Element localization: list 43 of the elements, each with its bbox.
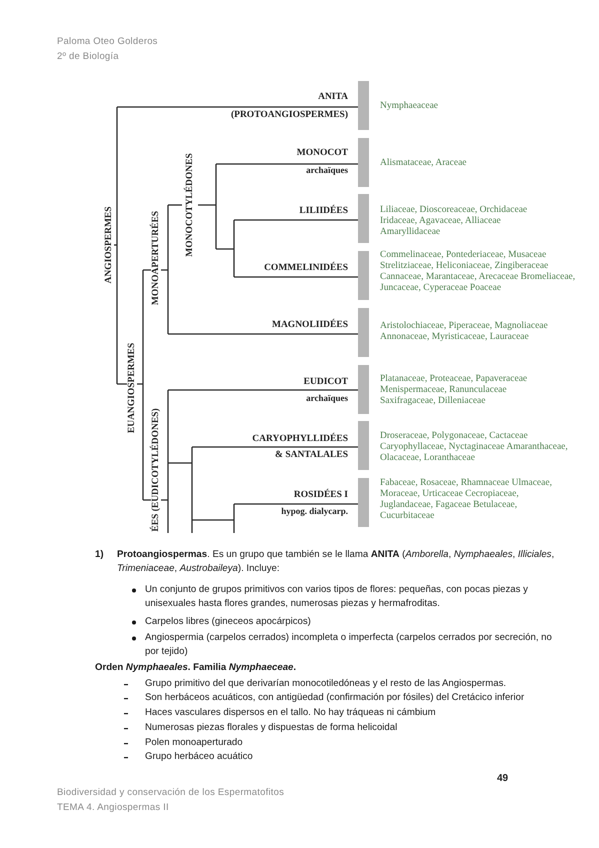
- clade-name: MONOCOT: [296, 148, 348, 158]
- list-item: Grupo herbáceo acuático: [145, 750, 254, 764]
- clade-name: CARYOPHYLLIDÉES: [252, 434, 348, 444]
- clade-name: ANITA: [318, 92, 348, 102]
- clade-name: LILIIDÉES: [299, 206, 348, 216]
- family-list: Droseraceae, Polygonaceae, Cactaceae Caryophyllaceae, Nyctaginaceae Amaranthaceae, Olacaceae, Loranthaceae: [380, 431, 576, 464]
- section-heading: Orden Nymphaeales. Familia Nymphaeceae.: [95, 661, 298, 675]
- clade-note: archaïques: [306, 393, 348, 403]
- list-item: Haces vasculares dispersos en el tallo. No hay tráqueas ni cámbium: [145, 706, 437, 720]
- list-item: Polen monoaperturado: [145, 736, 244, 750]
- clade-name: EUANGIOSPERMES: [127, 342, 137, 434]
- family-list: Platanaceae, Proteaceae, Papaveraceae Menispermaceae, Ranunculaceae Saxifragaceae, Dilleniaceae: [380, 374, 556, 407]
- clade-name: COMMELINIDÉES: [264, 263, 348, 273]
- footer-text: TEMA 4. Angiospermas II: [57, 802, 170, 813]
- clade-name: ROSIDÉES I: [294, 490, 348, 500]
- clade-name: MONOAPERTURÉES: [151, 210, 161, 306]
- clade-note: hypog. dialycarp.: [281, 506, 348, 516]
- clade-name: ÉES (EUDICOTYLÉDONES): [151, 407, 161, 533]
- page-number: 49: [497, 773, 510, 784]
- bullet-text: Angiospermia (carpelos cerrados) incompleta o imperfecta (carpelos cerrados por secreción, no por tejido): [145, 631, 553, 659]
- list-item: Son herbáceos acuáticos, con antigüedad (confirmación por fósiles) del Cretácico inferior: [145, 691, 526, 705]
- author-name: Paloma Oteo Golderos: [57, 36, 159, 47]
- footer-text: Biodiversidad y conservación de los Espermatofitos: [57, 787, 286, 798]
- clade-name: EUDICOT: [304, 377, 348, 387]
- clade-name: ANGIOSPERMES: [104, 205, 114, 285]
- family-list: Fabaceae, Rosaceae, Rhamnaceae Ulmaceae, Moraceae, Urticaceae Cecropiaceae, Juglandaceae, Fagaceae Betulaceae, Cucurbitaceae: [380, 478, 556, 522]
- clade-name: MONOCOTYLÉDONES: [185, 152, 195, 258]
- family-list: Nymphaeaceae: [380, 101, 530, 112]
- family-list: Aristolochiaceae, Piperaceae, Magnoliaceae Annonaceae, Myristicaceae, Lauraceae: [380, 321, 576, 343]
- list-item: Numerosas piezas florales y dispuestas de forma helicoidal: [145, 721, 398, 735]
- bullet-text: Carpelos libres (gineceos apocárpicos): [145, 615, 312, 629]
- family-list: Commelinaceae, Pontederiaceae, Musaceae Strelitziaceae, Heliconiaceae, Zingiberaceae Cannaceae, Marantaceae, Arecaceae Bromeliaceae, Juncaceae, Cyperaceae Poaceae: [380, 250, 576, 294]
- clade-name: MAGNOLIIDÉES: [272, 320, 348, 330]
- clade-name: & SANTALALES: [275, 450, 348, 460]
- paragraph: Protoangiospermas. Es un grupo que también se le llama ANITA (Amborella, Nymphaeales, Illiciales, Trimeniaceae, Austrobaileya). Incluye:: [117, 548, 556, 576]
- family-list: Liliaceae, Dioscoreaceae, Orchidaceae Iridaceae, Agavaceae, Alliaceae Amaryllidaceae: [380, 205, 552, 238]
- list-item: Grupo primitivo del que derivarían monocotiledóneas y el resto de las Angiospermas.: [145, 677, 508, 691]
- list-number: 1): [95, 548, 105, 562]
- bullet-text: Un conjunto de grupos primitivos con varios tipos de flores: pequeñas, con pocas piezas y unisexuales hasta flores grandes, numerosas piezas y hermafroditas.: [145, 583, 529, 611]
- family-list: Alismataceae, Araceae: [380, 158, 530, 169]
- course-name: 2º de Biología: [57, 51, 120, 62]
- clade-note: archaïques: [306, 165, 348, 175]
- clade-name: (PROTOANGIOSPERMES): [230, 110, 348, 120]
